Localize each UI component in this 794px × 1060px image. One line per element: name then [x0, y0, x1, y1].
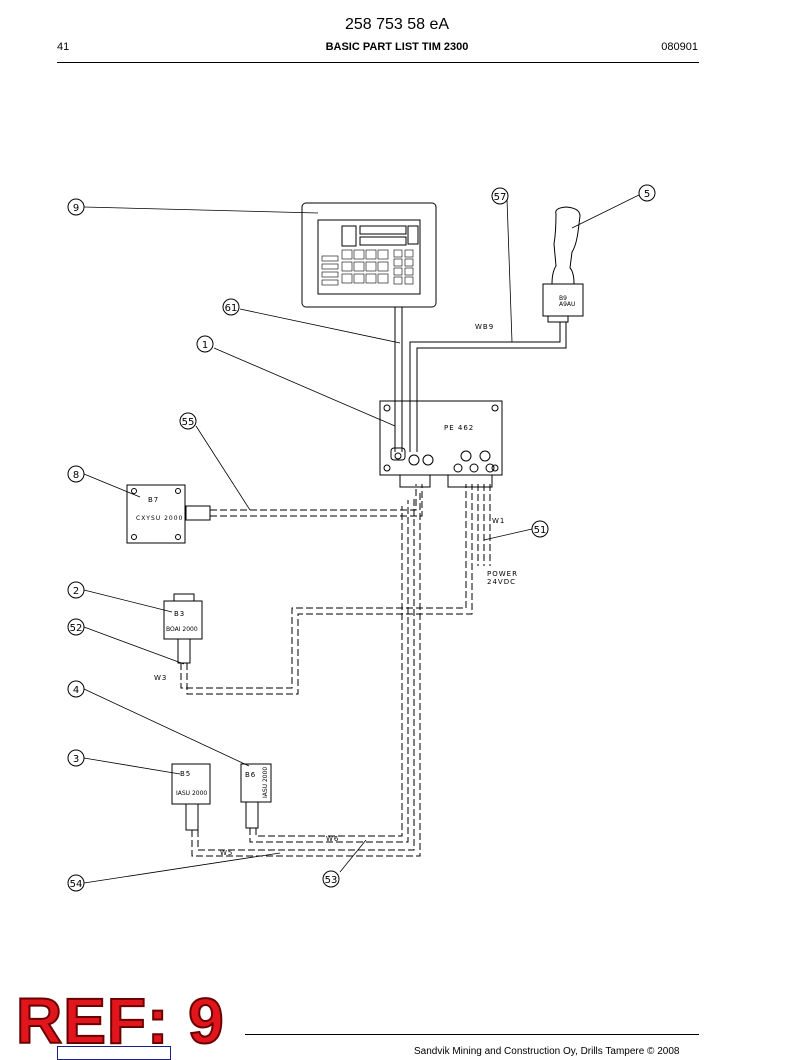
callout-8: 8: [73, 470, 79, 481]
wire-w6-label: W6: [326, 835, 339, 843]
controller-pe462: [379, 400, 503, 488]
b5-label: B5: [180, 770, 191, 778]
b6-model-label: IASU 2000: [262, 767, 269, 798]
callout-5: 5: [644, 189, 650, 200]
b6-label: B6: [245, 771, 256, 779]
sensor-b7: [126, 484, 211, 544]
pe462-label: PE 462: [444, 424, 474, 432]
b9-model-label: A9AU: [559, 301, 575, 308]
voltage-label: 24VDC: [487, 578, 516, 586]
b9-label: B9: [559, 295, 567, 302]
footer-copyright: Sandvik Mining and Construction Oy, Dril…: [414, 1046, 680, 1057]
callout-9: 9: [73, 203, 79, 214]
callout-55: 55: [182, 417, 195, 428]
reference-stamp: REF: 9: [15, 984, 225, 1058]
b3-model-label: BOAI 2000: [166, 626, 198, 633]
callout-54: 54: [70, 879, 83, 890]
callout-1: 1: [202, 340, 208, 351]
callout-61: 61: [225, 303, 238, 314]
wire-w5-label: W5: [220, 849, 233, 857]
wire-wb9-label: WB9: [475, 323, 494, 331]
callout-2: 2: [73, 586, 79, 597]
callout-3: 3: [73, 754, 79, 765]
b5-model-label: IASU 2000: [176, 790, 207, 797]
sensor-b3: [163, 593, 203, 664]
joystick: [542, 206, 584, 323]
b7-label: B7: [148, 496, 159, 504]
callout-53: 53: [325, 875, 338, 886]
wire-w3-label: W3: [154, 674, 167, 682]
document-number: 258 753 58 eA: [344, 16, 450, 33]
b7-model-label: CXYSU 2000: [136, 515, 183, 522]
wire-w1-label: W1: [492, 517, 505, 525]
page-title: BASIC PART LIST TIM 2300: [325, 41, 469, 53]
footer-rule: [245, 1034, 699, 1035]
page-date: 080901: [661, 41, 698, 53]
b3-label: B3: [174, 610, 185, 618]
callout-51: 51: [534, 525, 547, 536]
sensor-b6: [240, 763, 272, 829]
callout-57: 57: [494, 192, 507, 203]
company-logo: [57, 1046, 171, 1060]
power-label: POWER: [487, 570, 518, 578]
callout-4: 4: [73, 685, 79, 696]
header-rule: [57, 62, 699, 63]
page-number: 41: [57, 41, 70, 53]
display-panel: [301, 202, 437, 452]
callout-52: 52: [70, 623, 83, 634]
